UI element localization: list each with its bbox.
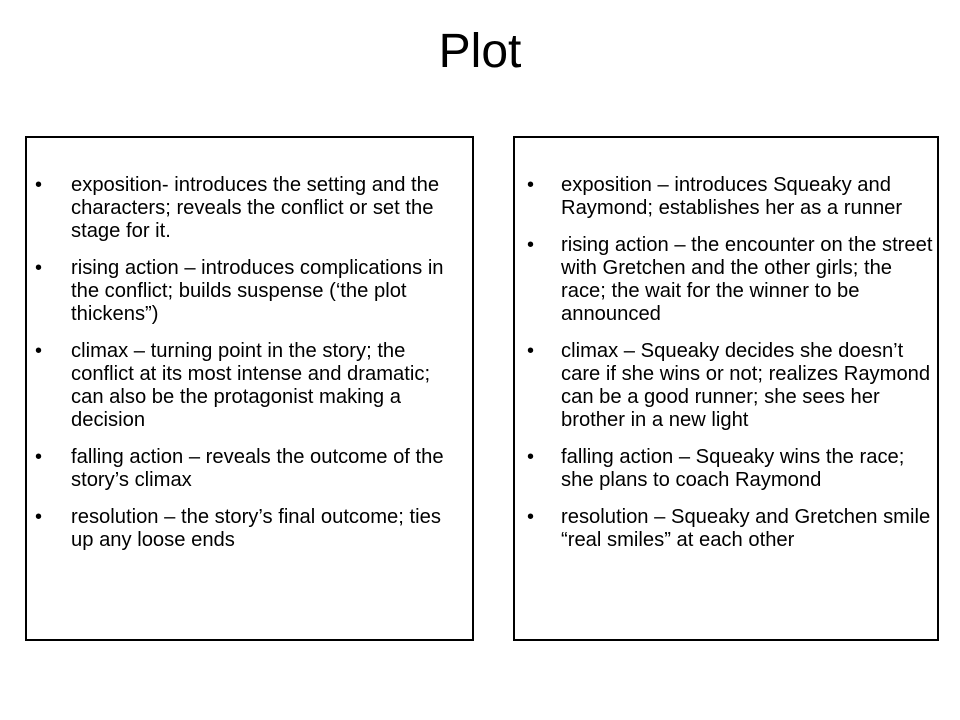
bullet-text: resolution – Squeaky and Gretchen smile …: [561, 506, 931, 551]
bullet-item-exposition: • exposition- introduces the setting and…: [27, 174, 472, 243]
bullet-icon: •: [35, 340, 43, 362]
bullet-item-climax: • climax – Squeaky decides she doesn’t c…: [515, 340, 937, 432]
bullet-text: climax – Squeaky decides she doesn’t car…: [561, 340, 931, 431]
bullet-item-falling-action: • falling action – reveals the outcome o…: [27, 446, 472, 492]
bullet-icon: •: [35, 506, 43, 528]
bullet-item-rising-action: • rising action – introduces complicatio…: [27, 257, 472, 326]
bullet-item-resolution: • resolution – the story’s final outcome…: [27, 506, 472, 552]
bullet-item-exposition: • exposition – introduces Squeaky and Ra…: [515, 174, 937, 220]
bullet-text: exposition- introduces the setting and t…: [71, 174, 440, 242]
right-bullet-list: • exposition – introduces Squeaky and Ra…: [515, 174, 937, 566]
bullet-icon: •: [527, 174, 535, 196]
bullet-icon: •: [35, 257, 43, 279]
bullet-icon: •: [35, 174, 43, 196]
bullet-icon: •: [527, 234, 535, 256]
bullet-item-resolution: • resolution – Squeaky and Gretchen smil…: [515, 506, 937, 552]
bullet-icon: •: [35, 446, 43, 468]
bullet-icon: •: [527, 340, 535, 362]
bullet-text: exposition – introduces Squeaky and Raym…: [561, 174, 903, 219]
bullet-icon: •: [527, 446, 535, 468]
left-bullet-list: • exposition- introduces the setting and…: [27, 174, 472, 566]
bullet-text: falling action – reveals the outcome of …: [71, 446, 444, 491]
bullet-text: rising action – introduces complications…: [71, 257, 444, 325]
bullet-text: rising action – the encounter on the str…: [561, 234, 933, 325]
bullet-text: resolution – the story’s final outcome; …: [71, 506, 441, 551]
bullet-text: falling action – Squeaky wins the race; …: [561, 446, 905, 491]
bullet-item-falling-action: • falling action – Squeaky wins the race…: [515, 446, 937, 492]
bullet-item-rising-action: • rising action – the encounter on the s…: [515, 234, 937, 326]
bullet-text: climax – turning point in the story; the…: [71, 340, 431, 431]
bullet-item-climax: • climax – turning point in the story; t…: [27, 340, 472, 432]
left-panel-plot-definitions: • exposition- introduces the setting and…: [25, 136, 474, 641]
slide-title: Plot: [438, 25, 522, 78]
right-panel-story-plot: • exposition – introduces Squeaky and Ra…: [513, 136, 939, 641]
bullet-icon: •: [527, 506, 535, 528]
